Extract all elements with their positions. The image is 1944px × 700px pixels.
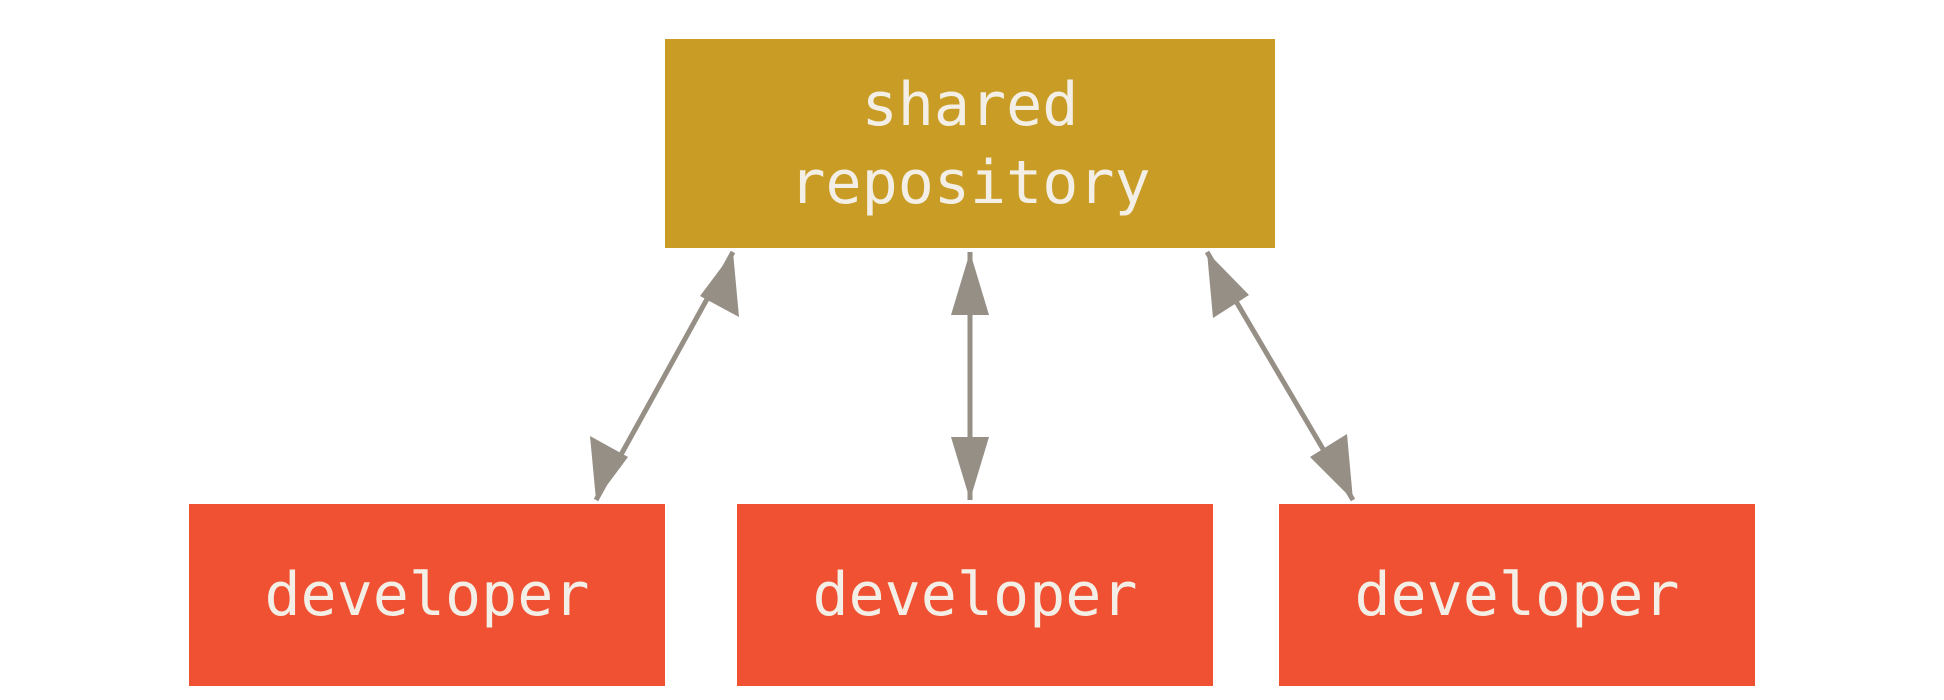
developer-node-1: developer	[189, 504, 665, 686]
developer-label-1: developer	[264, 560, 590, 630]
arrow-repo-developer-2	[951, 252, 989, 500]
developer-node-3: developer	[1279, 504, 1755, 686]
repository-label-line-2: repository	[789, 147, 1151, 218]
developer-label-2: developer	[812, 560, 1138, 630]
arrow-repo-developer-1	[590, 250, 739, 502]
developer-node-2: developer	[737, 504, 1213, 686]
developer-label-3: developer	[1354, 560, 1680, 630]
repository-label-line-1: shared	[861, 69, 1079, 140]
arrow-repo-developer-3	[1204, 250, 1356, 502]
shared-repository-node: shared repository	[665, 39, 1275, 248]
